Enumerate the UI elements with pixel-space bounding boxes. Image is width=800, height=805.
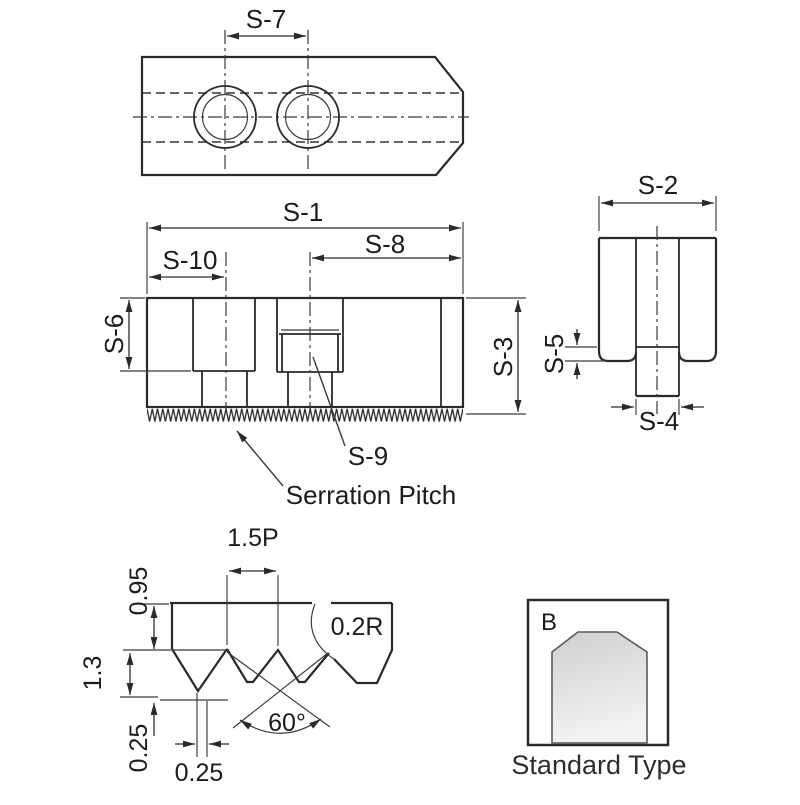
- dim-label-crest: 0.95: [125, 567, 153, 616]
- s1-extension-lines: [146, 222, 464, 294]
- dim-label-s1: S-1: [283, 197, 323, 227]
- dim-label-tip-offset: 0.25: [125, 724, 153, 773]
- standard-type-caption: Standard Type: [511, 750, 686, 780]
- detail-grooves: [226, 648, 330, 684]
- s2-extension-lines: [598, 196, 717, 231]
- dim-label-tip-width: 0.25: [175, 759, 224, 787]
- dim-label-pitch: 1.5P: [227, 524, 278, 552]
- dim-label-s9: S-9: [348, 441, 388, 471]
- standard-type-inset: B Standard Type: [511, 598, 687, 780]
- dim-label-s3: S-3: [488, 337, 518, 377]
- serration-strip: [147, 408, 463, 423]
- s3-extension-lines: [466, 297, 526, 415]
- hole1-counterbore: [192, 298, 256, 406]
- dim-label-s4: S-4: [639, 406, 679, 436]
- detail-left-tooth: [171, 648, 228, 694]
- dim-label-s8: S-8: [365, 229, 405, 259]
- tip-width-extension-lines: [196, 693, 208, 757]
- dim-label-s7: S-7: [246, 4, 286, 34]
- dim-label-s10: S-10: [163, 245, 218, 275]
- detail-right-tooth: [333, 603, 394, 685]
- dim-label-s2: S-2: [638, 170, 678, 200]
- angle-flank-lines: [226, 651, 331, 729]
- pitch-extension-lines: [226, 575, 279, 646]
- dim-label-depth: 1.3: [79, 656, 107, 691]
- serration-pitch-label: Serration Pitch: [286, 480, 457, 510]
- dim-label-angle: 60°: [268, 709, 306, 737]
- front-outline: [145, 296, 465, 409]
- angle-arc: [239, 718, 322, 734]
- s6-extension-lines: [120, 297, 191, 372]
- jaw-profile-shape: [551, 631, 648, 744]
- tongue-side-edges: [635, 238, 680, 396]
- detail-top-line: [170, 601, 392, 649]
- side-left-foot: [597, 238, 638, 363]
- front-view: S-1 S-8 S-10 S-6 S-3 S-9 Serration Pitch: [99, 197, 526, 510]
- hole2-outer-circle: [276, 85, 340, 149]
- dim-label-s5: S-5: [539, 334, 569, 374]
- hole1-outer-circle: [193, 85, 257, 149]
- side-view: S-2 S-5 S-4: [539, 170, 718, 436]
- serration-detail: 1.5P 0.95 1.3 0.25 0.25 60° 0.2R: [79, 524, 394, 787]
- side-right-foot: [677, 238, 718, 363]
- dim-label-s6: S-6: [99, 314, 129, 354]
- hole1-inner-circle: [201, 93, 249, 141]
- dim-label-radius: 0.2R: [331, 613, 384, 641]
- section-label-b: B: [541, 609, 557, 636]
- plan-view: S-7: [133, 4, 469, 177]
- serration-pitch-arrow: [236, 430, 284, 487]
- hole2-inner-circle: [284, 93, 332, 141]
- plan-outline: [140, 55, 465, 177]
- s4-extension-lines: [635, 399, 680, 415]
- s5-extension-lines: [565, 346, 603, 362]
- s9-leader-line: [312, 356, 346, 447]
- root-radius-curve: [310, 603, 335, 660]
